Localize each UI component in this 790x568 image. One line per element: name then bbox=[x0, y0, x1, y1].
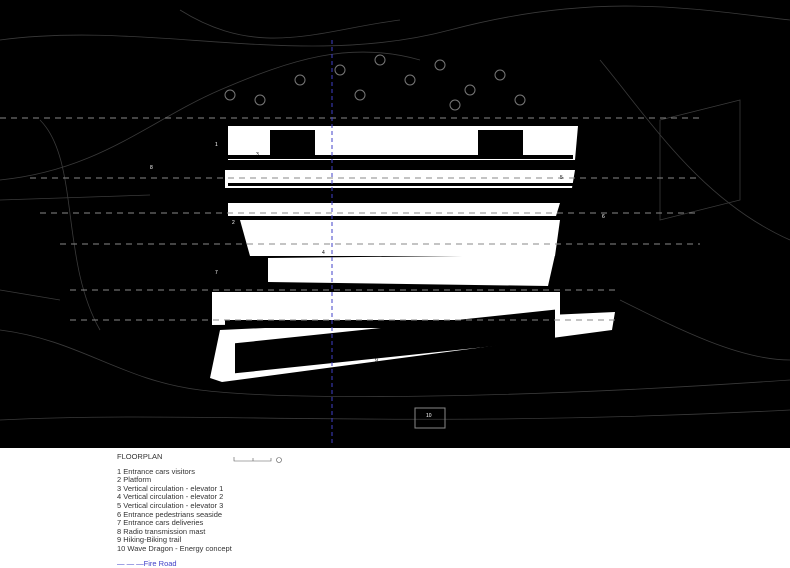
site-plan-svg bbox=[0, 5, 790, 445]
contour-lines bbox=[0, 5, 790, 421]
label-9: 9 bbox=[375, 358, 378, 364]
legend-item: 9 Hiking-Biking trail bbox=[117, 535, 182, 545]
scale-bar-line bbox=[233, 457, 272, 462]
dashed-lines bbox=[0, 117, 700, 321]
dashed-line-icon: — — — bbox=[117, 558, 144, 568]
label-5: 5 bbox=[560, 175, 563, 181]
legend-item: 2 Platform bbox=[117, 475, 152, 485]
north-arrow-icon bbox=[276, 457, 282, 463]
legend-item: 3 Vertical circulation - elevator 1 bbox=[117, 483, 224, 493]
label-7: 7 bbox=[215, 270, 218, 276]
label-3: 3 bbox=[256, 152, 259, 158]
label-2: 2 bbox=[232, 220, 235, 226]
legend-item: 8 Radio transmission mast bbox=[117, 526, 206, 536]
legend-item: 4 Vertical circulation - elevator 2 bbox=[117, 492, 224, 502]
legend-title: FLOORPLAN bbox=[117, 452, 163, 461]
label-8: 8 bbox=[150, 165, 153, 171]
fire-road-label: Fire Road bbox=[143, 558, 177, 568]
legend-item: 1 Entrance cars visitors bbox=[117, 466, 195, 476]
label-6: 6 bbox=[602, 214, 605, 220]
label-4: 4 bbox=[322, 250, 325, 256]
legend-item: 10 Wave Dragon - Energy concept bbox=[117, 543, 232, 553]
legend: FLOORPLAN 1 Entrance cars visitors 2 Pla… bbox=[117, 452, 232, 568]
legend-item: 7 Entrance cars deliveries bbox=[117, 518, 204, 528]
legend-fire-road: — — —Fire Road bbox=[117, 558, 232, 568]
label-1: 1 bbox=[215, 142, 218, 148]
trees bbox=[224, 54, 526, 111]
floorplan-drawing: 1 2 3 4 5 6 7 8 9 10 bbox=[0, 0, 790, 448]
wave-dragon-box bbox=[414, 407, 446, 429]
scale-bar bbox=[233, 457, 282, 463]
label-10: 10 bbox=[426, 413, 432, 419]
platform-structure bbox=[225, 130, 573, 374]
legend-item: 6 Entrance pedestrians seaside bbox=[117, 509, 223, 519]
legend-item: 5 Vertical circulation - elevator 3 bbox=[117, 500, 224, 510]
